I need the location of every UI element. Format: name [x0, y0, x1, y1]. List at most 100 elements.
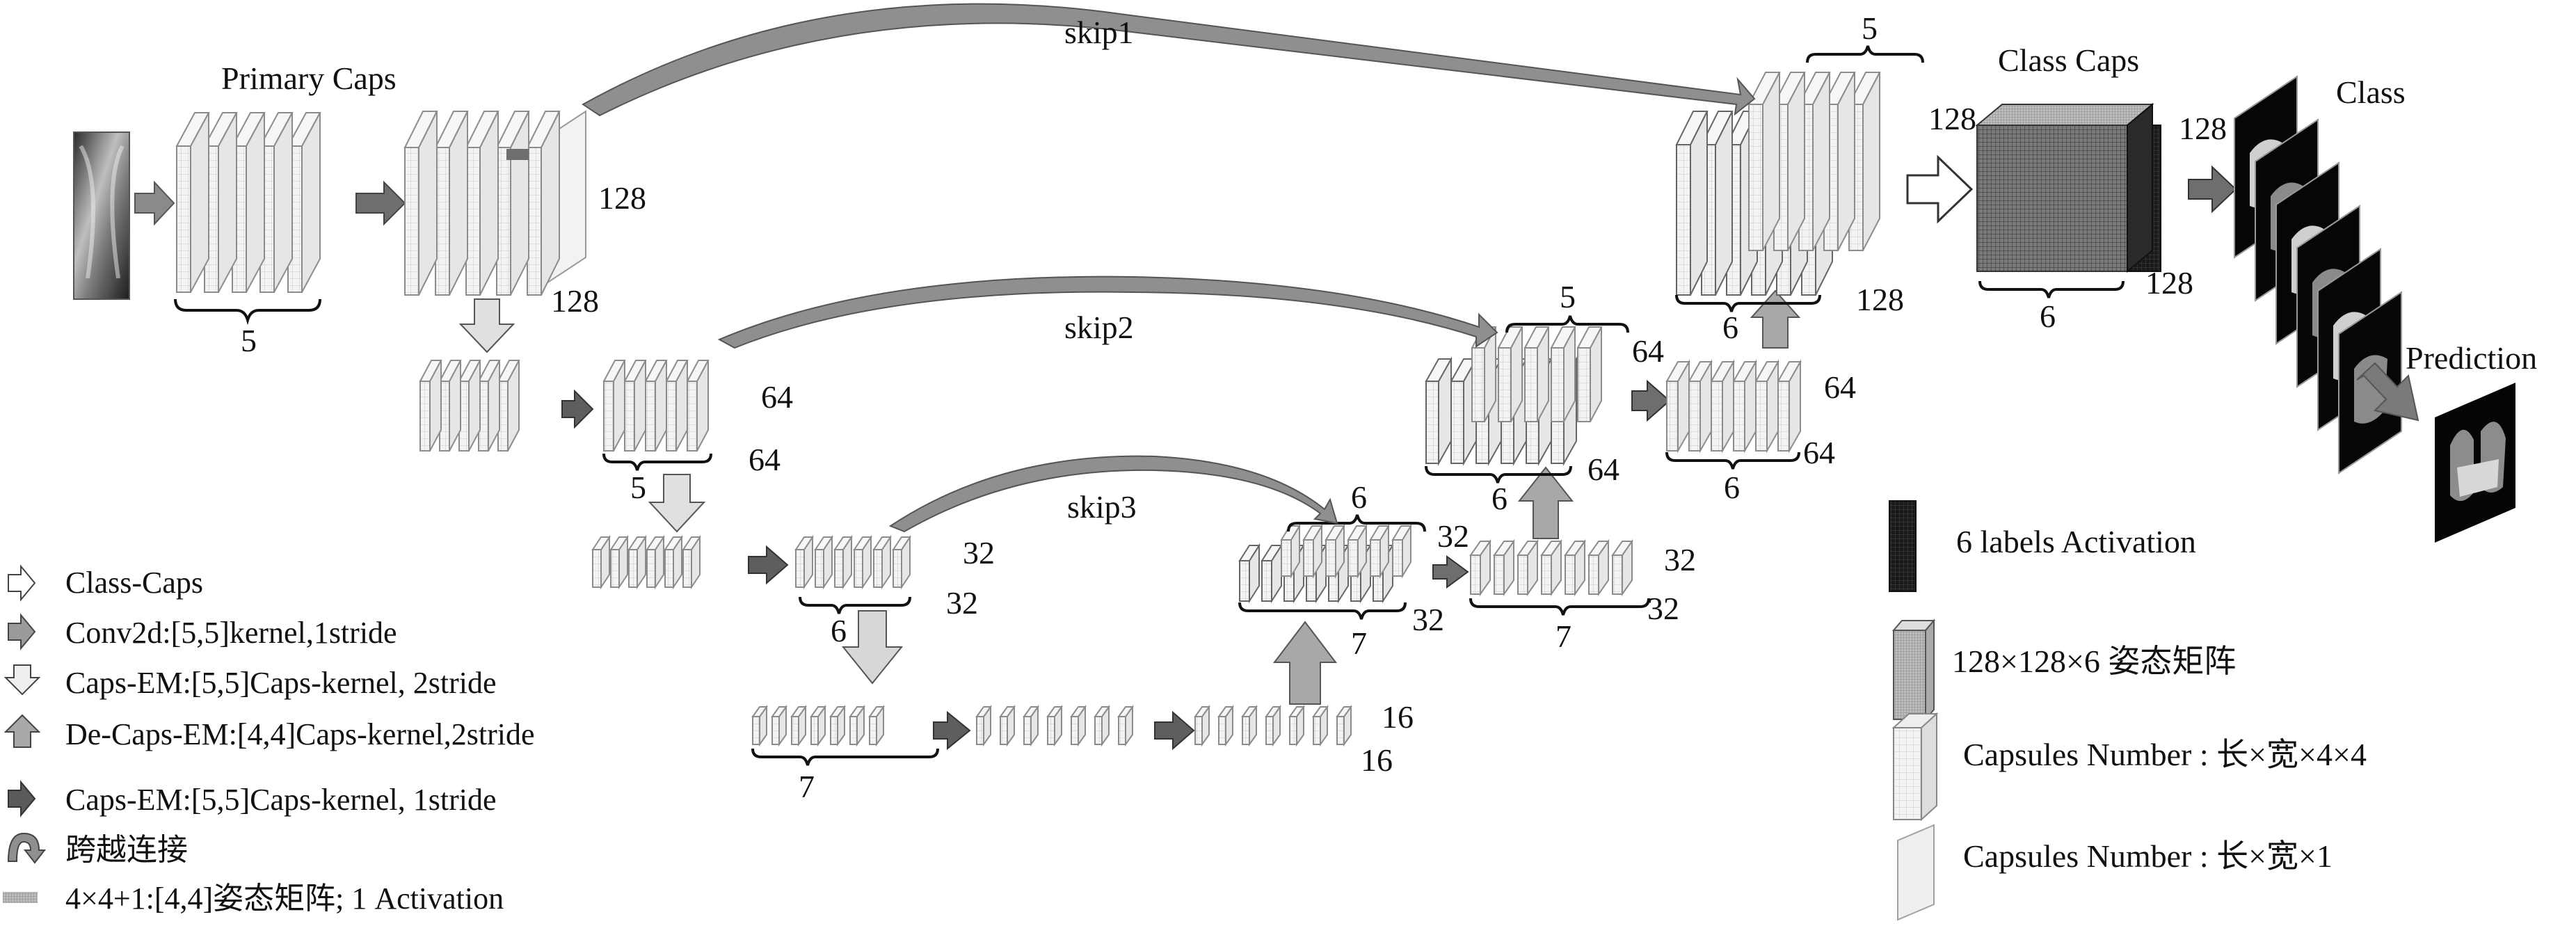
- layer-block-3b: [602, 360, 710, 452]
- capsule-slab: [1469, 538, 1491, 597]
- legend-left: Class-Caps Conv2d:[5,5]kernel,1stride Ca…: [3, 564, 534, 916]
- capsule-slab: [771, 704, 787, 747]
- class-caps-bottom-label: 128: [2145, 265, 2193, 301]
- u1-count: 7: [1351, 625, 1367, 661]
- capsule-slab: [646, 534, 665, 590]
- u1-bottom-label: 32: [1412, 602, 1444, 637]
- upsample-block-2b: [1665, 359, 1802, 454]
- u3-side-label: 128: [1928, 101, 1976, 136]
- capsule-slab: [975, 704, 992, 747]
- capsule-slab: [403, 111, 438, 296]
- capsule-slab: [1238, 543, 1261, 604]
- capsule-slab: [1391, 523, 1412, 579]
- b5-side-label: 16: [1382, 699, 1414, 735]
- prediction-image: [2435, 383, 2515, 543]
- capsule-slab: [665, 360, 689, 452]
- de-caps-up-arrow-1: [1272, 621, 1338, 705]
- upsample-block-1a: [1238, 523, 1412, 604]
- capsule-slab: [591, 534, 611, 590]
- down-arrow-icon: [3, 664, 41, 696]
- capsule-slab: [1497, 326, 1523, 422]
- class-caps-side-label: 128: [2179, 111, 2227, 146]
- u3-count: 6: [1722, 310, 1738, 345]
- capsule-slab: [1280, 523, 1301, 579]
- capsule-slab: [810, 704, 826, 747]
- capsule-slab: [892, 534, 911, 590]
- caps-em-down-arrow-3: [841, 610, 904, 685]
- capsule-slab: [1710, 359, 1735, 454]
- layer-block-5b: [975, 704, 1134, 747]
- layer-block-3a: [419, 360, 520, 452]
- brace-b1: [174, 298, 321, 326]
- u2r-bottom-label: 64: [1803, 435, 1835, 470]
- upsample-block-3: [1675, 72, 1881, 296]
- capsule-slab: [686, 360, 710, 452]
- u2r-count: 6: [1724, 470, 1740, 505]
- capsule-slab: [1425, 356, 1453, 466]
- capsule-slab: [1336, 704, 1352, 747]
- capsule-slab: [790, 704, 807, 747]
- capsule-slab: [1302, 523, 1323, 579]
- capsule-slab: [1665, 359, 1690, 454]
- u1r-bottom-label: 32: [1647, 591, 1679, 626]
- skip2-label: skip2: [1064, 310, 1134, 345]
- legend-right-item-1: 6 labels Activation: [1956, 524, 2196, 559]
- dark-arrow-b5a: [933, 710, 971, 751]
- legend-right-item-3: Capsules Number : 长×宽×4×4: [1963, 737, 2367, 772]
- capsule-number-icon: [1891, 712, 1939, 822]
- legend-item-4: De-Caps-EM:[4,4]Caps-kernel,2stride: [65, 717, 534, 751]
- up-arrow-icon: [3, 714, 41, 748]
- dark-arrow-u1: [1432, 555, 1469, 589]
- brace-b5: [751, 748, 939, 766]
- capsule-slab: [794, 534, 814, 590]
- pose-matrix-icon: [3, 892, 38, 903]
- dark-arrow-icon: [8, 780, 36, 817]
- capsule-slab: [829, 704, 846, 747]
- u1-side-label: 32: [1437, 518, 1469, 554]
- legend-item-6: 跨越连接: [65, 833, 188, 867]
- class-caps-count: 6: [2040, 298, 2056, 334]
- activation-block-icon: [1889, 500, 1917, 592]
- capsule-slab: [1312, 704, 1329, 747]
- dark-arrow-b3: [561, 389, 594, 429]
- capsule-slab: [623, 360, 647, 452]
- capsule-slab: [1747, 72, 1781, 251]
- capsule-slab: [1564, 538, 1586, 597]
- capsule-slab: [1523, 326, 1550, 422]
- capsule-slab: [1325, 523, 1345, 579]
- dark-arrow-b4: [748, 545, 789, 585]
- capsule-slab: [814, 534, 833, 590]
- pose-block-icon: [1891, 618, 1936, 721]
- capsule-slab: [1688, 359, 1713, 454]
- capsule-slab: [849, 704, 865, 747]
- layer-block-5a: [751, 704, 885, 747]
- conv-arrow-b1-b2: [355, 180, 406, 226]
- u3-top-label: 5: [1862, 10, 1878, 46]
- conv-arrow-icon: [8, 613, 36, 650]
- class-mask-stack: [2234, 75, 2402, 474]
- dark-arrow-u2: [1631, 379, 1671, 422]
- brace-u3-bottom: [1675, 294, 1821, 312]
- u2r-side-label: 64: [1824, 369, 1856, 405]
- skip1-label: skip1: [1064, 15, 1134, 50]
- brace-u1-bottom: [1238, 602, 1407, 620]
- capsule-slab: [1517, 538, 1539, 597]
- skip-arrow-1: [582, 3, 1756, 117]
- u3-bottom-label: 128: [1856, 282, 1904, 317]
- capsule-slab: [609, 534, 629, 590]
- class-title: Class: [2336, 74, 2406, 110]
- b2-bottom-label: 128: [551, 283, 599, 319]
- capsule-slab: [1288, 704, 1305, 747]
- legend-item-3: Caps-EM:[5,5]Caps-kernel, 2stride: [65, 666, 497, 700]
- b3-count: 5: [630, 470, 646, 505]
- legend-item-2: Conv2d:[5,5]kernel,1stride: [65, 616, 397, 650]
- capsule-slab: [664, 534, 683, 590]
- capsule-slab: [833, 534, 853, 590]
- input-xray-image: [73, 131, 130, 300]
- legend-right-item-4: Capsules Number : 长×宽×1: [1963, 838, 2333, 874]
- skip3-label: skip3: [1067, 489, 1137, 525]
- de-caps-up-arrow-3: [1750, 289, 1801, 349]
- capsule-slab: [1754, 359, 1779, 454]
- dark-arrow-b5b: [1154, 710, 1195, 751]
